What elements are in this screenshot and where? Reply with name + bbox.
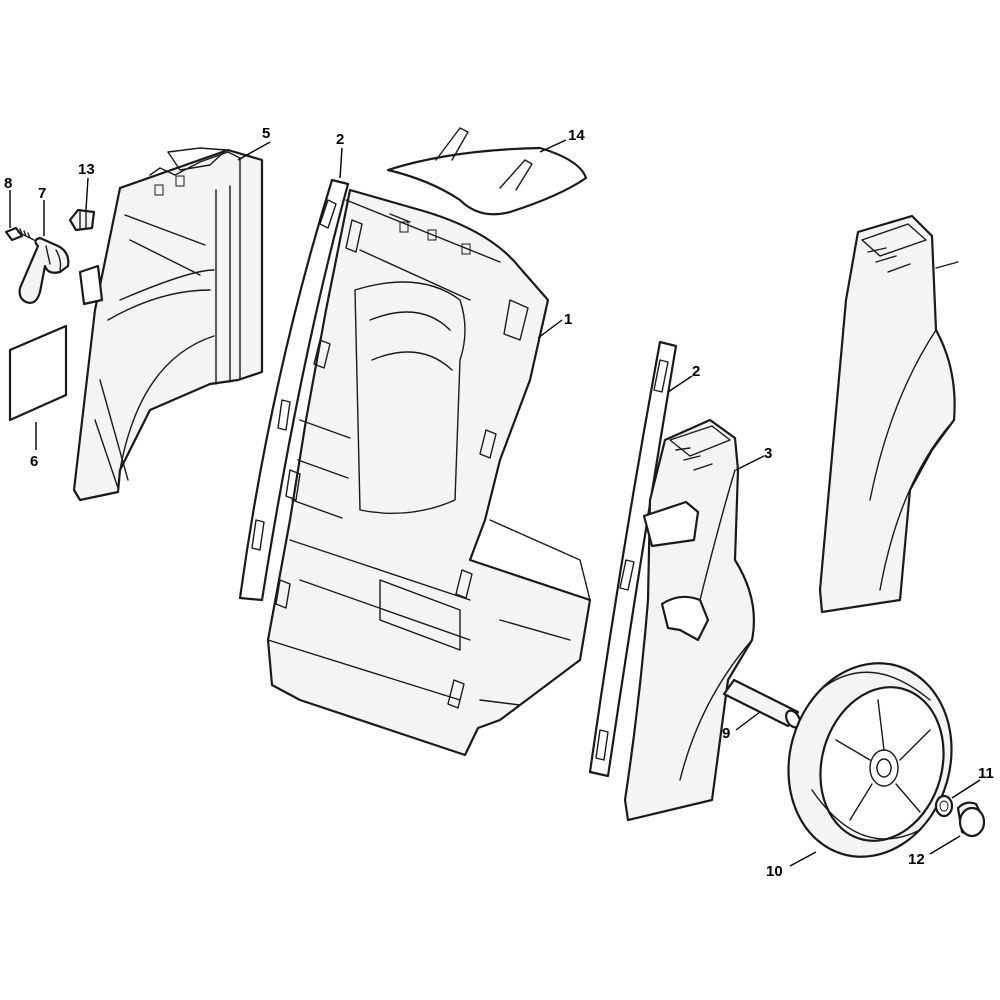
part-12-hub-cap[interactable]: [956, 801, 986, 838]
part-3-right-cover[interactable]: [623, 418, 755, 822]
part-7-handle-clip[interactable]: [18, 236, 70, 304]
part-10-wheel[interactable]: [766, 644, 974, 877]
part-6-label[interactable]: [8, 324, 68, 422]
part-5-left-cover[interactable]: [72, 147, 264, 502]
part-14-top-cover[interactable]: [386, 127, 588, 216]
callout-7: 7: [38, 185, 46, 202]
callout-13: 13: [78, 161, 95, 178]
part-2-right-strip[interactable]: [588, 340, 678, 778]
callout-10: 10: [766, 863, 783, 880]
part-1-main-housing[interactable]: [266, 188, 592, 757]
part-2-left-strip[interactable]: [238, 178, 350, 602]
callout-labels: 5 2 14 13 7 8 6 1 2 3 9 10 11 12: [4, 125, 994, 880]
part-11-washer[interactable]: [934, 794, 954, 818]
callout-8: 8: [4, 175, 12, 192]
callout-1: 1: [564, 311, 572, 328]
part-13-plug[interactable]: [68, 208, 96, 232]
callout-11: 11: [978, 765, 994, 782]
callout-2-right: 2: [692, 363, 700, 380]
leader-lines: [9, 139, 981, 867]
callout-12: 12: [908, 851, 925, 868]
callout-3: 3: [764, 445, 772, 462]
callout-9: 9: [722, 725, 730, 742]
callout-14: 14: [568, 127, 585, 144]
callout-6: 6: [30, 453, 38, 470]
far-right-panel[interactable]: [818, 214, 959, 614]
part-9-axle[interactable]: [722, 678, 803, 730]
callout-5: 5: [262, 125, 270, 142]
part-8-screw[interactable]: [4, 226, 35, 242]
callout-2-left: 2: [336, 131, 344, 148]
